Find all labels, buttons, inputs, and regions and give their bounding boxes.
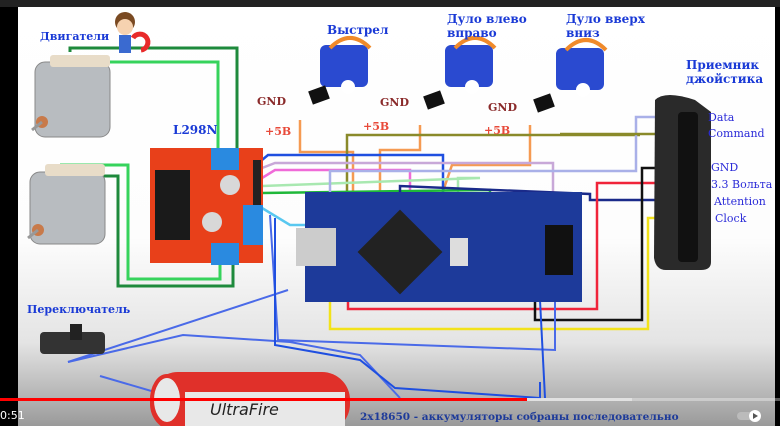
servo-lr-label-1: Дуло влево [447, 12, 527, 26]
wire-blue-d5 [261, 153, 445, 200]
left-letterbox [0, 7, 18, 426]
top-bar [0, 0, 780, 7]
wire-motor1-a [68, 46, 239, 150]
servo2-gnd-label: GND [380, 96, 409, 109]
wire-motor1-b [107, 60, 220, 150]
receiver-label-2: джойстика [686, 72, 764, 86]
servo1-vcc-label: +5В [265, 125, 292, 138]
video-progress-bar[interactable] [0, 398, 780, 401]
motor-1 [31, 55, 111, 138]
servo-up-down [533, 38, 608, 113]
wire-receiver-attention [398, 184, 700, 202]
receiver-pin-gnd: GND [711, 161, 739, 174]
servo-ud-label-1: Дуло вверх [566, 12, 645, 26]
battery-caption: 2x18650 - аккумуляторы собраны последова… [360, 411, 679, 423]
servo-fire-label: Выстрел [327, 23, 389, 37]
joystick-receiver [654, 95, 711, 270]
cartoon-character [115, 12, 151, 53]
time-display: 0:51 [0, 409, 25, 422]
slide-switch [40, 324, 105, 354]
wire-gnd-batt [539, 299, 546, 399]
servo1-gnd-label: GND [257, 95, 286, 108]
servo3-vcc-label: +5В [484, 124, 511, 137]
l298n-board [150, 148, 263, 265]
wire-servo2-vcc [378, 125, 422, 200]
wire-gnd-bus [345, 133, 640, 200]
servo-lr-label-2: вправо [447, 26, 497, 40]
servo-fire [308, 36, 372, 105]
wire-switch-1 [67, 333, 401, 399]
wire-receiver-3v3 [346, 181, 700, 311]
wire-battery-link [274, 218, 541, 400]
arduino-nano-board [296, 192, 582, 302]
receiver-pin-attention: Attention [714, 195, 766, 208]
autoplay-toggle[interactable] [737, 410, 765, 422]
autoplay-track [737, 412, 759, 420]
servo2-vcc-label: +5В [363, 120, 390, 133]
receiver-label-1: Приемник [686, 58, 760, 72]
receiver-pin-clock: Clock [715, 212, 747, 225]
battery-brand: UltraFire [210, 400, 279, 419]
motor-2 [27, 164, 106, 245]
servo3-gnd-label: GND [488, 101, 517, 114]
receiver-pin-3v3: 3.3 Вольта [711, 178, 773, 191]
servo-left-right [423, 36, 497, 110]
driver-label: L298N [173, 123, 218, 137]
switch-label: Переключатель [27, 303, 131, 316]
wire-mauve-tx [261, 161, 555, 200]
wire-servo1-vcc [298, 120, 355, 200]
servo-ud-label-2: вниз [566, 26, 600, 40]
motors-label: Двигатели [40, 30, 110, 43]
wire-motor2-a [60, 163, 222, 281]
wires-layer [27, 12, 711, 426]
wiring-diagram: Двигатели L298N Выстрел Дуло влево вправ… [18, 7, 775, 426]
receiver-pin-command: Command [708, 127, 765, 140]
right-letterbox [775, 7, 780, 426]
progress-played [0, 398, 527, 401]
wire-motor2-b [103, 174, 235, 288]
receiver-pin-data: Data [708, 111, 735, 124]
wire-servo3-vcc [438, 125, 532, 201]
play-icon [749, 410, 761, 422]
